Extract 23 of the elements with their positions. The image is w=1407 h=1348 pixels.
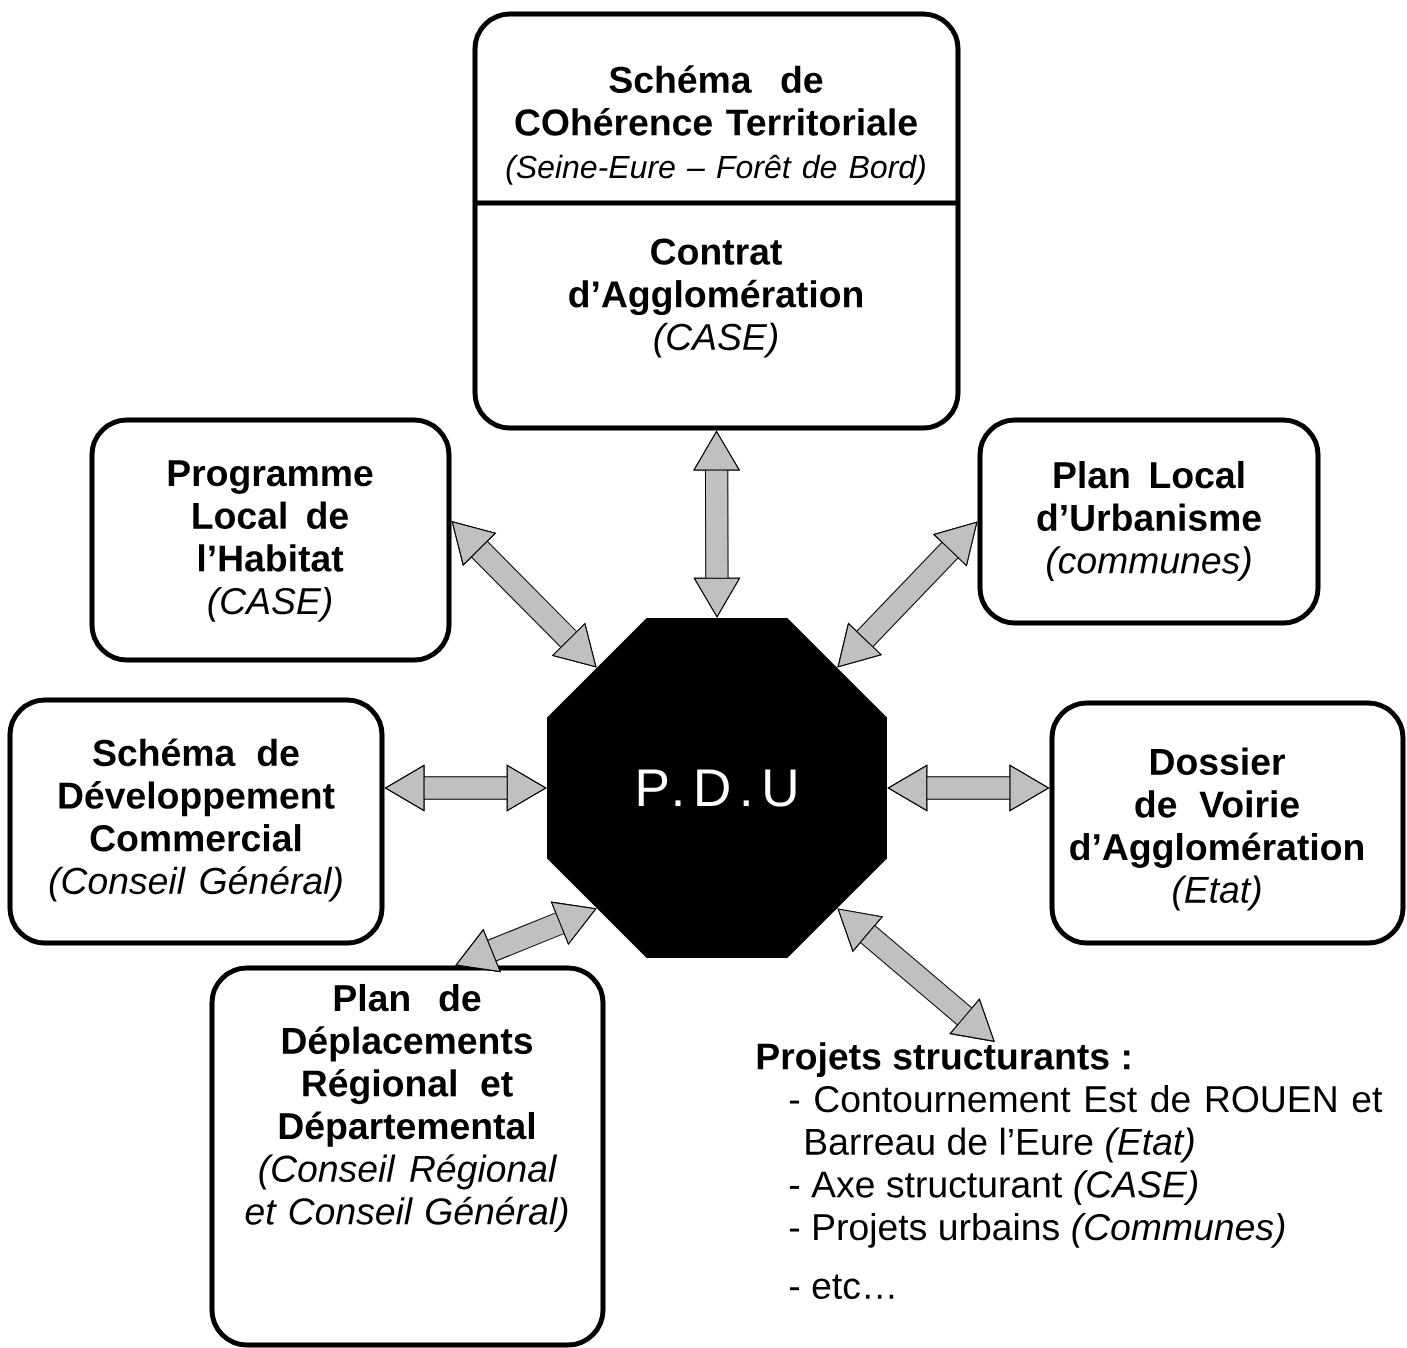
box-subtitle: (Seine-Eure – Forêt de Bord) xyxy=(506,154,925,185)
box-heading: Plan Local d’Urbanisme xyxy=(1037,460,1261,531)
box-heading: Schéma de COhérence Territoriale xyxy=(515,65,917,136)
box-subtitle: (CASE) xyxy=(654,322,778,358)
list-item: - Projets urbains (Communes) xyxy=(789,1212,1285,1248)
box-heading: Dossier de Voirie d’Agglomération xyxy=(1070,747,1363,868)
octagon: P.D.U xyxy=(547,618,887,958)
double-arrow xyxy=(837,521,978,668)
box-subtitle: (communes) xyxy=(1047,546,1251,582)
box-heading: Plan de Déplacements Régional et Départemental xyxy=(279,983,534,1147)
box-heading: Programme Local de l’Habitat xyxy=(168,460,373,572)
list-item: - Contournement Est de ROUEN et Barreau de l’Eure (Etat) xyxy=(789,1084,1383,1163)
box-heading: Schéma de Développement Commercial xyxy=(59,738,335,852)
box-subtitle: (Conseil Régional et Conseil Général) xyxy=(245,1154,568,1233)
list-item: - Axe structurant (CASE) xyxy=(789,1170,1198,1206)
box-subtitle: (CASE) xyxy=(208,586,332,622)
box-subtitle: (Etat) xyxy=(1173,875,1261,911)
double-arrow xyxy=(455,901,597,973)
box-subtitle: (Conseil Général) xyxy=(49,866,342,902)
list-heading: Projets structurants : xyxy=(757,1042,1130,1078)
double-arrow xyxy=(837,908,995,1042)
box-heading: Contrat d’Agglomération xyxy=(569,238,862,316)
list-item: - etc… xyxy=(789,1274,894,1299)
